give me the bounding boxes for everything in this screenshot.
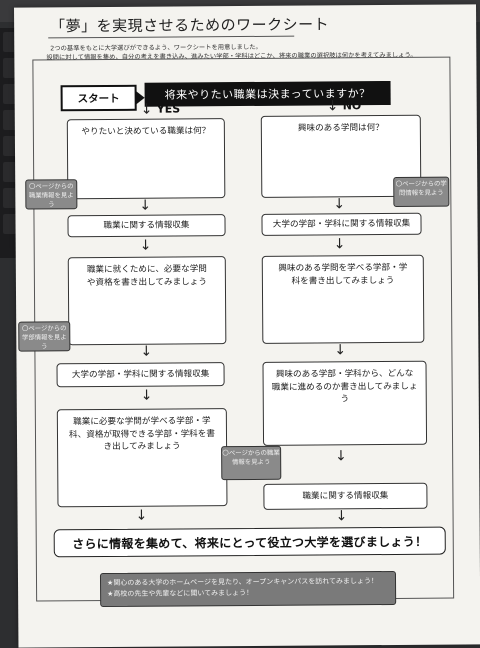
left-arrow-5: ↓: [135, 507, 148, 524]
left-page-reference-tag-1: 〇ページからの職業情報を見よう: [25, 179, 78, 210]
worksheet-paper: 「夢」を実現させるためのワークシート 2つの基準をもとに大学選びができるよう、ワ…: [14, 4, 480, 648]
right-arrow-2: ↓: [333, 236, 346, 253]
right-arrow-5: ↓: [335, 508, 348, 525]
left-collect-job-info: 職業に関する情報収集: [67, 214, 226, 238]
start-label: スタート: [60, 84, 137, 112]
no-label: NO: [342, 99, 362, 113]
left-arrow-2: ↓: [139, 237, 152, 254]
right-page-reference-tag-1: 〇ページからの学問情報を見よう: [393, 176, 450, 207]
left-arrow-1: ↓: [139, 197, 152, 214]
left-answer-box-job[interactable]: やりたいと決めている職業は何？: [66, 118, 226, 200]
tip-line-2: ★高校の先生や先輩などに聞いてみましょう！: [107, 588, 254, 598]
right-arrow-4: ↓: [335, 448, 347, 465]
final-conclusion-box: さらに情報を集めて、将来にとって役立つ大学を選びましょう！: [53, 526, 446, 558]
left-answer-box-faculties[interactable]: 職業に必要な学問が学べる学部・学科、資格が取得できる学部・学科を書き出してみまし…: [56, 408, 228, 508]
right-question-faculties: 興味のある学問を学べる学部・学科を書き出してみましょう: [278, 262, 408, 287]
right-question-careers: 興味のある学部・学科から、どんな職業に進めるのか書き出してみましょう: [271, 368, 418, 405]
right-answer-box-faculties[interactable]: 興味のある学問を学べる学部・学科を書き出してみましょう: [261, 254, 425, 344]
left-answer-box-subjects[interactable]: 職業に就くために、必要な学問や資格を書き出してみましょう: [67, 256, 227, 346]
right-arrow-1: ↓: [333, 196, 346, 213]
right-answer-box-careers[interactable]: 興味のある学部・学科から、どんな職業に進めるのか書き出してみましょう: [262, 360, 428, 446]
no-arrow: ↓: [326, 98, 339, 115]
right-collect-job-info: 職業に関する情報収集: [263, 482, 428, 510]
left-question-subjects: 職業に就くために、必要な学問や資格を書き出してみましょう: [86, 264, 207, 288]
page-title: 「夢」を実現させるためのワークシート: [50, 15, 330, 36]
left-question-faculties: 職業に必要な学問が学べる学部・学科、資格が取得できる学部・学科を書き出してみまし…: [68, 416, 215, 452]
yes-arrow: ↓: [140, 101, 153, 118]
right-arrow-3: ↓: [334, 342, 347, 359]
right-collect-faculty-info: 大学の学部・学科に関する情報収集: [261, 212, 422, 236]
left-arrow-4: ↓: [140, 387, 153, 404]
right-page-reference-tag-2: 〇ページからの職業情報を見よう: [221, 445, 282, 481]
left-collect-faculty-info: 大学の学部・学科に関する情報収集: [56, 362, 225, 388]
left-arrow-3: ↓: [140, 343, 153, 360]
yes-label: YES: [156, 102, 181, 116]
left-page-reference-tag-2: 〇ページからの学部情報を見よう: [18, 321, 71, 352]
right-question-interest: 興味のある学問は何？: [297, 123, 384, 134]
left-question-job: やりたいと決めている職業は何？: [81, 126, 211, 138]
tips-box: ★関心のある大学のホームページを見たり、オープンキャンパスを訪れてみましょう！ …: [99, 570, 397, 608]
